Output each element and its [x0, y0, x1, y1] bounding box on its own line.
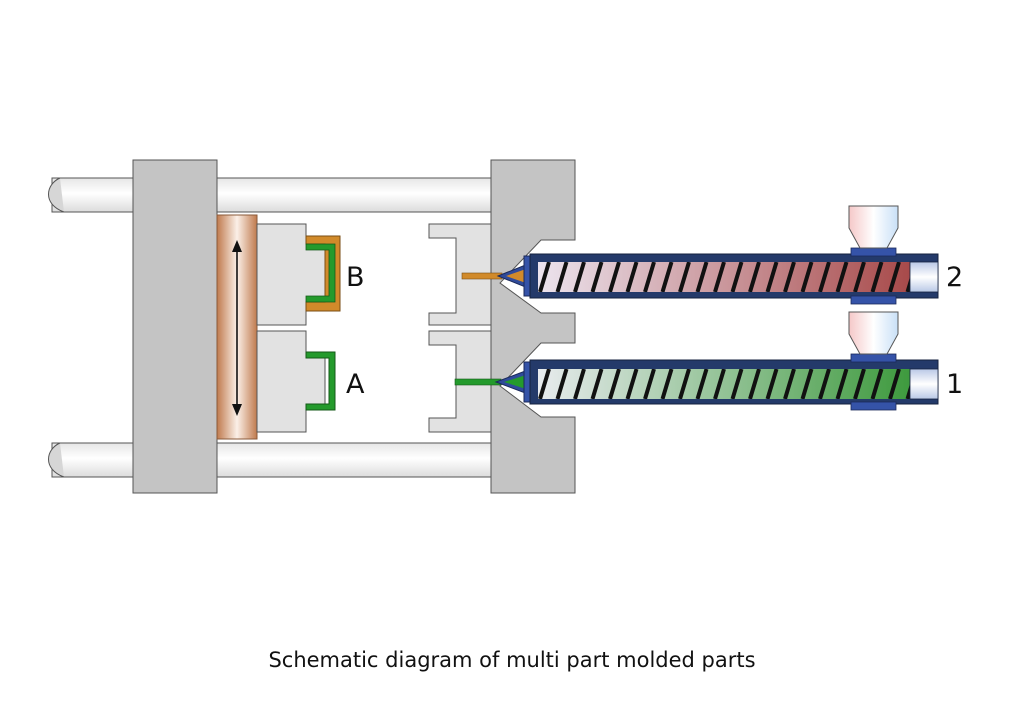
screw-flight — [783, 369, 796, 399]
barrel-end-cap-1 — [909, 368, 939, 400]
tie-bar-top — [48, 177, 515, 213]
molded-part-a — [305, 351, 336, 411]
moving-platen — [132, 159, 218, 494]
screw-flight — [853, 369, 866, 399]
sprue-runner-a — [454, 378, 502, 386]
label-unit-2: 2 — [946, 262, 963, 293]
screw-flight — [713, 262, 726, 292]
label-part-b: B — [346, 262, 365, 293]
screw-flight — [590, 262, 604, 292]
screw-flight — [695, 262, 709, 292]
screw-flight — [835, 262, 849, 292]
screw-flight — [660, 369, 674, 399]
screw-flight — [870, 369, 884, 399]
screw-flight — [625, 262, 639, 292]
fixed-platen — [490, 159, 576, 494]
screw-flight — [765, 369, 779, 399]
screw-flight — [853, 262, 866, 292]
label-unit-1: 1 — [946, 369, 963, 400]
screw-flight — [608, 369, 621, 399]
hopper-1 — [848, 311, 899, 355]
screw-flight — [590, 369, 604, 399]
screw-flight — [730, 262, 744, 292]
screw-flight — [765, 262, 779, 292]
barrel-end-cap-2 — [909, 261, 939, 293]
screw-flight — [538, 369, 551, 399]
screw-flight — [538, 262, 551, 292]
screw-flight — [800, 262, 814, 292]
tie-bar-bottom — [48, 442, 515, 478]
screw-flight — [818, 369, 831, 399]
cavity-plate-top — [428, 223, 492, 326]
screw-flight — [748, 369, 761, 399]
screw-flight — [905, 383, 910, 399]
rotation-arrow-icon — [232, 240, 242, 416]
screw-flight — [678, 262, 691, 292]
screw-flight — [905, 276, 910, 292]
screw-flight — [818, 262, 831, 292]
screw-flight — [713, 369, 726, 399]
screw-flight — [870, 262, 884, 292]
screw-flight — [625, 369, 639, 399]
injection-unit-1 — [454, 311, 939, 411]
screw-flight — [748, 262, 761, 292]
sprue-runner-b — [461, 272, 503, 280]
screw-flight — [678, 369, 691, 399]
label-part-a: A — [346, 369, 365, 400]
screw-flight — [573, 262, 586, 292]
screw-flight — [643, 262, 656, 292]
screw-flight — [730, 369, 744, 399]
core-block-bottom — [256, 330, 326, 433]
screw-flight — [695, 369, 709, 399]
figure-caption: Schematic diagram of multi part molded p… — [268, 648, 756, 672]
screw-flight — [835, 369, 849, 399]
molded-part-b — [305, 235, 341, 312]
screw-flight — [888, 262, 901, 292]
screw-flight — [555, 369, 569, 399]
screw-flight — [783, 262, 796, 292]
screw-flight — [555, 262, 569, 292]
injection-unit-2 — [461, 205, 939, 305]
screw-flight — [800, 369, 814, 399]
screw-flight — [888, 369, 901, 399]
hopper-2 — [848, 205, 899, 249]
screw-flight — [643, 369, 656, 399]
screw-flight — [608, 262, 621, 292]
screw-flight — [660, 262, 674, 292]
screw-flight — [573, 369, 586, 399]
